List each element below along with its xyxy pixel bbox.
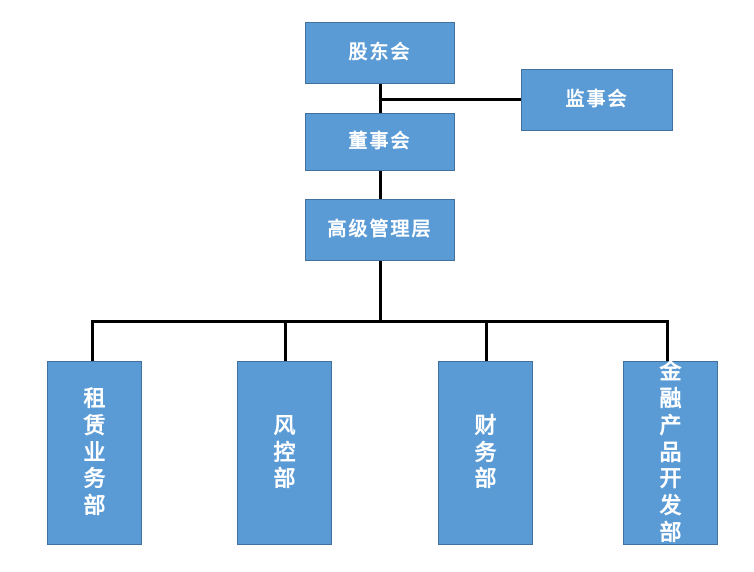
node-shareholders[interactable]: 股东会 [305,22,455,84]
node-senior-management-label: 高级管理层 [327,219,433,241]
node-shareholders-label: 股东会 [348,42,412,64]
node-board-of-directors-label: 董事会 [348,131,412,153]
connector-drop-risk-control [284,320,287,362]
connector-supervisors-branch [379,98,523,101]
node-senior-management[interactable]: 高级管理层 [305,199,455,261]
node-board-of-supervisors[interactable]: 监事会 [521,69,673,131]
node-finance-dept-label: 财 务 部 [474,412,497,492]
node-leasing-business-dept-label: 租 赁 业 务 部 [83,385,106,519]
node-financial-product-development-dept-label: 金 融 产 品 开 发 部 [659,359,682,546]
node-board-of-directors[interactable]: 董事会 [305,113,455,171]
connector-drop-finance [485,320,488,362]
node-risk-control-dept[interactable]: 风 控 部 [237,361,332,545]
node-financial-product-development-dept[interactable]: 金 融 产 品 开 发 部 [623,359,718,546]
node-leasing-business-dept[interactable]: 租 赁 业 务 部 [47,361,142,545]
connector-drop-financial-product [666,320,669,362]
node-finance-dept[interactable]: 财 务 部 [438,361,533,545]
node-risk-control-dept-label: 风 控 部 [273,412,296,492]
connector-drop-leasing [91,320,94,362]
node-board-of-supervisors-label: 监事会 [565,89,629,111]
connector-departments-bus [91,320,669,323]
connector-directors-to-management [379,170,382,200]
connector-management-stem [379,260,382,322]
